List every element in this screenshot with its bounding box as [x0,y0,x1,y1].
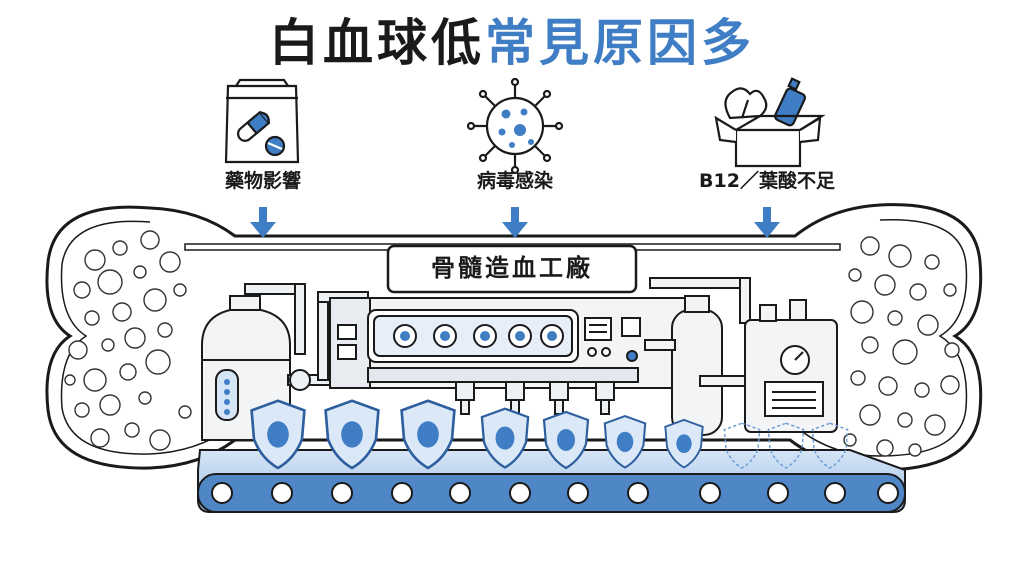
central-machine [329,297,701,389]
page-title: 白血球低常見原因多 [0,8,1024,78]
title-part-1: 白血球低 [269,14,485,72]
arrow-down-icon-2 [502,207,528,238]
down-arrow-icons [250,207,780,238]
bone-holes-left [64,230,192,451]
right-tank [644,277,751,436]
arrow-down-icon-1 [250,207,276,238]
factory-sign-box [386,244,638,294]
gauge-machine [744,299,838,433]
virus-icon [466,77,564,175]
nozzles [455,381,615,415]
shield-icons-solid [250,399,704,470]
arrow-down-icon-3 [754,207,780,238]
medicine-bag-icon [224,78,300,164]
cause-label-medication: 藥物影響 [224,170,301,192]
factory-label: 骨髓造血工廠 [431,254,593,282]
title-part-2: 常見原因多 [485,14,755,72]
cause-label-virus: 病毒感染 [476,170,553,192]
vegetable-box-icon [714,77,826,168]
conveyor-belt [197,449,906,513]
bone-holes-right [843,236,960,457]
cause-label-nutrient: B12／葉酸不足 [699,170,835,192]
conveyor-rollers [211,482,899,504]
